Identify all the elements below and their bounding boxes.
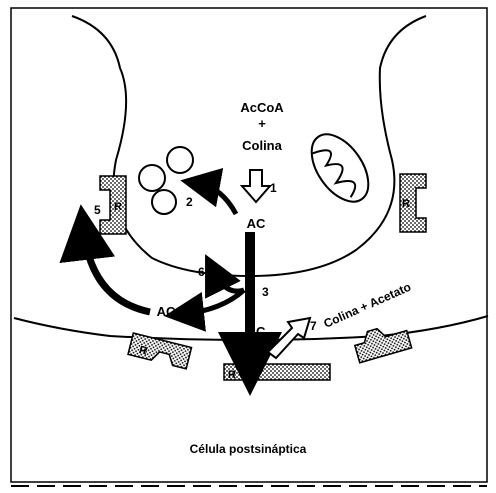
- autoreceptor-arrow: [84, 232, 150, 312]
- step-number: 7: [310, 319, 317, 333]
- acetylcholine-synthesized: AC: [247, 216, 266, 231]
- vesicle: [152, 190, 176, 214]
- precursor-acetylcoa: AcCoA: [240, 100, 284, 115]
- receptor-letter: R: [228, 369, 236, 381]
- postsynaptic-cell-label: Célula postsináptica: [190, 442, 307, 456]
- hydrolysis-arrow: [268, 318, 310, 358]
- hydrolysis-products: Colina + Acetato: [322, 280, 413, 331]
- step-number: 5: [94, 203, 101, 217]
- precursor-choline: Colina: [242, 138, 282, 153]
- acetylcholine-cleft: AC: [247, 324, 266, 339]
- receptor-letter: R: [114, 201, 122, 213]
- postsynaptic-receptor-right: [352, 321, 412, 363]
- vesicle: [139, 165, 165, 191]
- step-number: 3: [262, 285, 269, 299]
- receptor-letter: R: [402, 198, 410, 210]
- mitochondrion: [300, 124, 380, 211]
- plus-sign: +: [258, 116, 266, 131]
- acetylcholine-released: AC: [157, 304, 176, 319]
- storage-arrow: [200, 184, 236, 214]
- vesicle: [167, 147, 193, 173]
- step-number: 4: [236, 347, 243, 361]
- step-number: 1: [270, 181, 277, 195]
- step-number: 2: [186, 195, 193, 209]
- presynaptic-receptor-left: R: [100, 176, 126, 234]
- step-number: 6: [198, 265, 205, 279]
- synthesis-arrow: [242, 170, 270, 202]
- presynaptic-receptor-right: R: [400, 174, 426, 232]
